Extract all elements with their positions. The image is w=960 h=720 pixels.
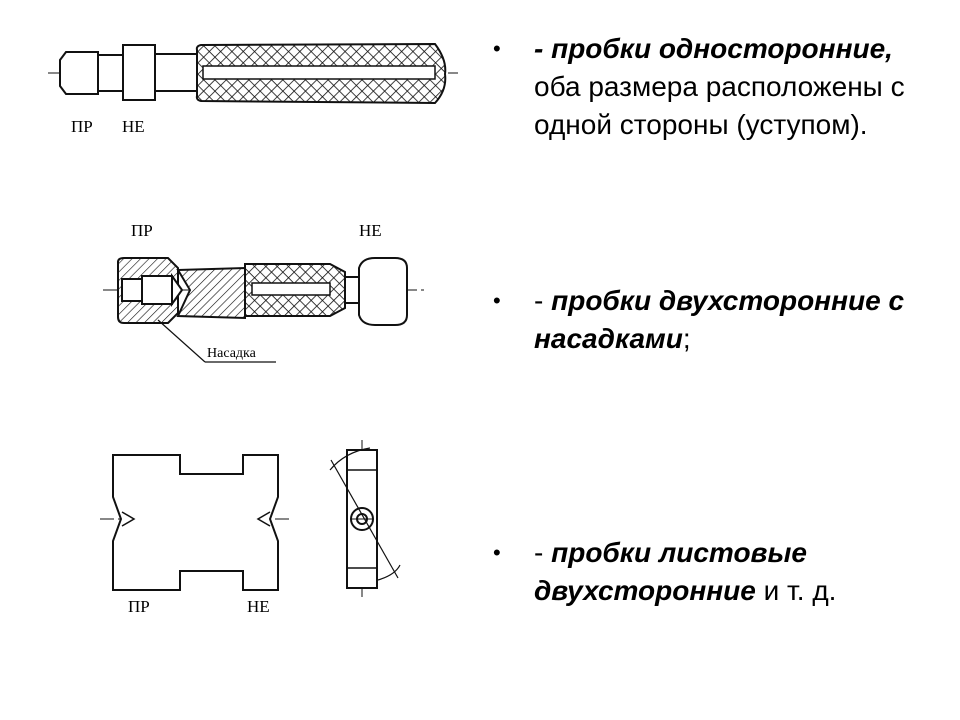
bullet-tail: и т. д. (755, 575, 837, 606)
bullet-marker: • (493, 540, 501, 565)
bullet-marker: • (493, 36, 501, 61)
bullet-tail: оба размера расположены с одной стороны … (534, 71, 905, 140)
plug2-nozzle-label: Насадка (207, 346, 256, 361)
plug2-pr-label: ПР (131, 221, 153, 240)
plug1-ne-label: НЕ (122, 117, 145, 136)
bullet-emphasis: - пробки односторонние, (534, 33, 893, 64)
bullet-marker: • (493, 288, 501, 313)
bullet-text: - пробки односторонние, оба размера расп… (534, 30, 933, 144)
bullet-emphasis: пробки двухсторонние с насадками (534, 285, 905, 354)
sheet-plug-front (100, 454, 292, 591)
bullet-sheet: • - пробки листовые двухсторонние и т. д… (493, 534, 933, 610)
bullet-double-sided: • - пробки двухсторонние с насадками; (493, 282, 933, 358)
bullet-text: - пробки листовые двухсторонние и т. д. (534, 534, 933, 610)
bullet-emphasis: пробки листовые двухсторонние (534, 537, 807, 606)
bullet-tail: ; (682, 323, 691, 354)
plug3-pr-label: ПР (128, 597, 150, 616)
single-sided-plug (48, 42, 458, 105)
plug2-ne-label: НЕ (359, 221, 382, 240)
double-sided-plug (103, 257, 425, 363)
bullet-lead: - (534, 537, 552, 568)
bullet-lead: - (534, 285, 552, 316)
bullet-text: - пробки двухсторонние с насадками; (534, 282, 933, 358)
sheet-plug-side (329, 440, 401, 600)
plug3-ne-label: НЕ (247, 597, 270, 616)
plug1-pr-label: ПР (71, 117, 93, 136)
gauge-drawings: ПР НЕ ПР НЕ Насадка ПР НЕ (48, 42, 458, 616)
gauge-drawings-svg (48, 42, 458, 600)
bullet-single-sided: • - пробки односторонние, оба размера ра… (493, 30, 933, 144)
